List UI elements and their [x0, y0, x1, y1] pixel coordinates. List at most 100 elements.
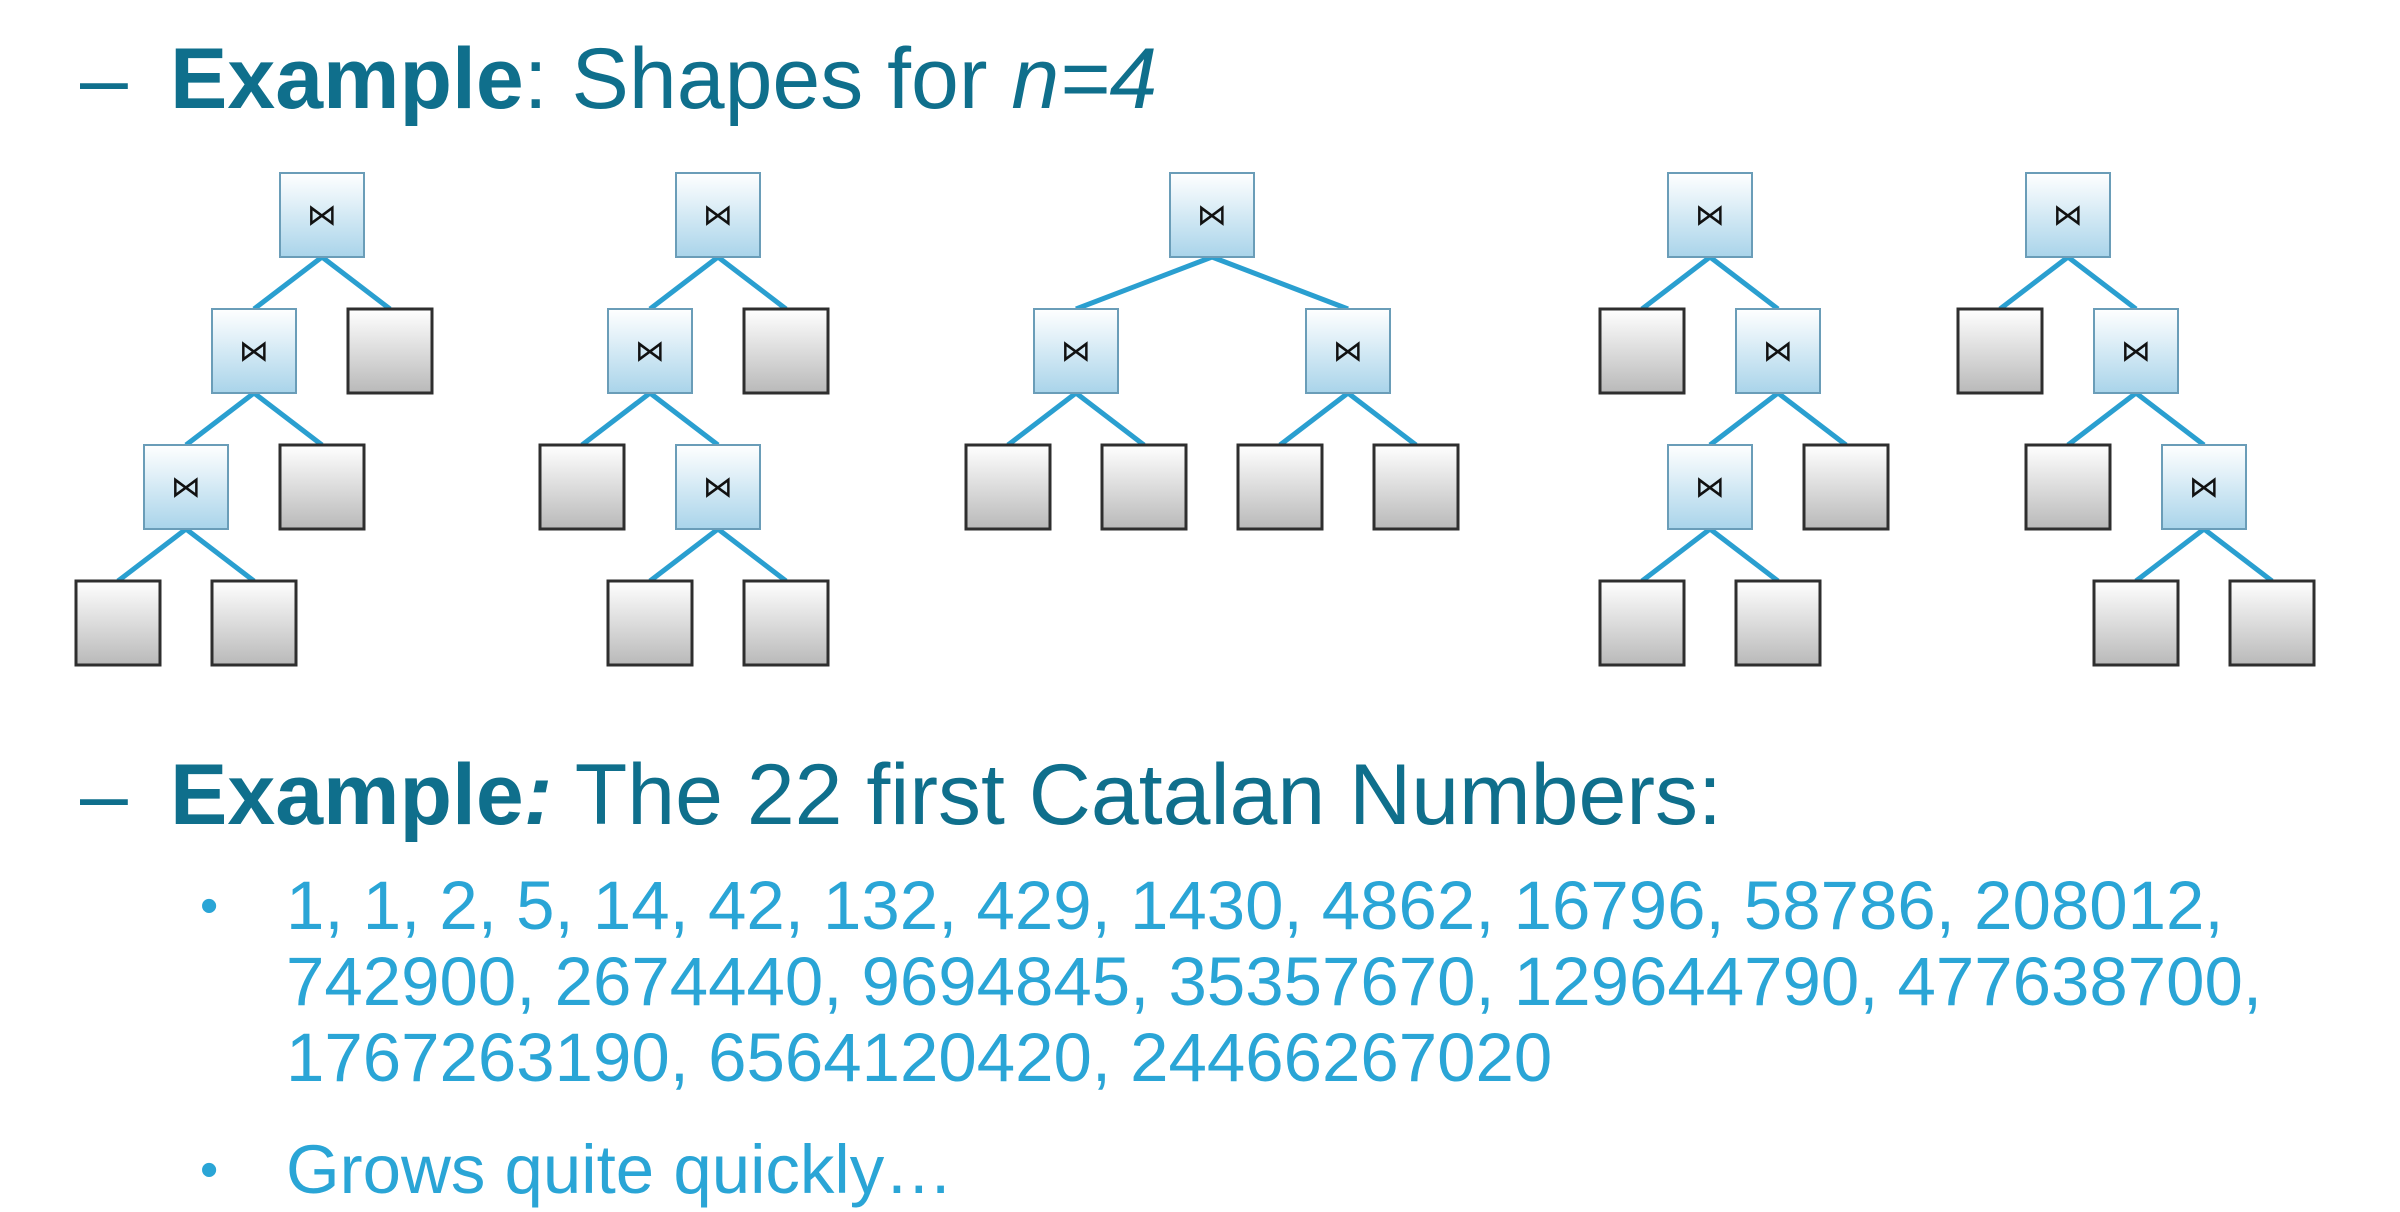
tree-edge [1211, 254, 1349, 312]
tree-edge [116, 527, 188, 583]
relation-leaf-box [1236, 443, 1324, 531]
join-node: ⋈ [2161, 444, 2247, 530]
join-node-box [143, 444, 229, 530]
relation-leaf-box [1598, 579, 1686, 667]
join-node-box [279, 172, 365, 258]
join-symbol-label: ⋈ [703, 470, 733, 505]
relation-leaf [1956, 307, 2044, 395]
relation-leaf [742, 579, 830, 667]
join-node: ⋈ [279, 172, 365, 258]
relation-leaf-box [1372, 443, 1460, 531]
relation-leaf [278, 443, 366, 531]
join-symbol-label: ⋈ [1333, 334, 1363, 369]
tree-left-bushy: ⋈ ⋈ ⋈ [538, 172, 830, 667]
tree-edge [2134, 391, 2206, 447]
relation-leaf-box [1802, 443, 1890, 531]
join-symbol-label: ⋈ [1763, 334, 1793, 369]
heading-shapes-example: –Example: Shapes for n=4 [80, 36, 1157, 122]
heading-catalan-example: –Example: The 22 first Catalan Numbers: [80, 752, 1722, 838]
tree-edge [1278, 391, 1350, 447]
bullet-marker: • [200, 877, 219, 935]
growth-note-text: Grows quite quickly… [286, 1131, 954, 1208]
tree-right-deep: ⋈ ⋈ ⋈ [1956, 172, 2316, 667]
relation-leaf-box [2024, 443, 2112, 531]
tree-edge [252, 255, 324, 311]
join-symbol-label: ⋈ [1061, 334, 1091, 369]
tree-balanced: ⋈⋈⋈ [964, 172, 1460, 531]
relation-leaf-box [742, 579, 830, 667]
relation-leaf [538, 443, 626, 531]
relation-leaf [742, 307, 830, 395]
catalan-numbers-list: 1, 1, 2, 5, 14, 42, 132, 429, 1430, 4862… [286, 867, 2263, 1096]
bullet-growth-note: • Grows quite quickly… [200, 1132, 953, 1208]
relation-leaf [1598, 579, 1686, 667]
relation-leaf [2228, 579, 2316, 667]
heading-separator: : [523, 31, 572, 127]
relation-leaf [606, 579, 694, 667]
tree-edge [1074, 391, 1146, 447]
join-node-box [675, 444, 761, 530]
heading-dash: – [80, 747, 128, 843]
join-node: ⋈ [211, 308, 297, 394]
relation-leaf [1236, 443, 1324, 531]
join-node: ⋈ [2093, 308, 2179, 394]
relation-leaf-box [1734, 579, 1822, 667]
relation-leaf-box [538, 443, 626, 531]
tree-edge [648, 391, 720, 447]
relation-leaf [74, 579, 162, 667]
relation-leaf-box [606, 579, 694, 667]
join-node: ⋈ [675, 172, 761, 258]
tree-edge [2134, 527, 2206, 583]
join-node-box [2161, 444, 2247, 530]
tree-edge [252, 391, 324, 447]
join-node-box [1169, 172, 1255, 258]
join-symbol-label: ⋈ [307, 198, 337, 233]
tree-edge [1346, 391, 1418, 447]
tree-edge [1708, 391, 1780, 447]
relation-leaf [2092, 579, 2180, 667]
join-node-box [675, 172, 761, 258]
tree-edge [1998, 255, 2070, 311]
relation-leaf [1372, 443, 1460, 531]
join-node-box [211, 308, 297, 394]
heading-text: Shapes for [571, 31, 1012, 127]
heading-text: The 22 first Catalan Numbers: [552, 747, 1722, 843]
heading-dash: – [80, 31, 128, 127]
relation-leaf-box [278, 443, 366, 531]
tree-edge [1006, 391, 1078, 447]
join-node-box [2025, 172, 2111, 258]
join-node: ⋈ [675, 444, 761, 530]
join-symbol-label: ⋈ [635, 334, 665, 369]
relation-leaf-box [2092, 579, 2180, 667]
join-node: ⋈ [2025, 172, 2111, 258]
tree-edge [2066, 391, 2138, 447]
join-symbol-label: ⋈ [239, 334, 269, 369]
relation-leaf-box [1100, 443, 1188, 531]
tree-edge [1075, 254, 1213, 312]
relation-leaf [2024, 443, 2112, 531]
relation-leaf [1734, 579, 1822, 667]
heading-example-label: Example [170, 747, 524, 843]
relation-leaf-box [964, 443, 1052, 531]
tree-edge [1640, 527, 1712, 583]
bullet-marker: • [200, 1141, 219, 1199]
relation-leaf [1802, 443, 1890, 531]
join-symbol-label: ⋈ [171, 470, 201, 505]
heading-n-value: n=4 [1011, 31, 1158, 127]
join-symbol-label: ⋈ [2053, 198, 2083, 233]
tree-edge [1776, 391, 1848, 447]
join-node: ⋈ [1735, 308, 1821, 394]
relation-leaf-box [346, 307, 434, 395]
join-node: ⋈ [143, 444, 229, 530]
relation-leaf [964, 443, 1052, 531]
join-node-box [2093, 308, 2179, 394]
relation-leaf-box [210, 579, 298, 667]
join-symbol-label: ⋈ [2189, 470, 2219, 505]
relation-leaf [1100, 443, 1188, 531]
join-node-box [1667, 444, 1753, 530]
tree-edge [1640, 255, 1712, 311]
join-node: ⋈ [607, 308, 693, 394]
tree-edge [648, 527, 720, 583]
tree-edge [1708, 527, 1780, 583]
join-node: ⋈ [1033, 308, 1119, 394]
